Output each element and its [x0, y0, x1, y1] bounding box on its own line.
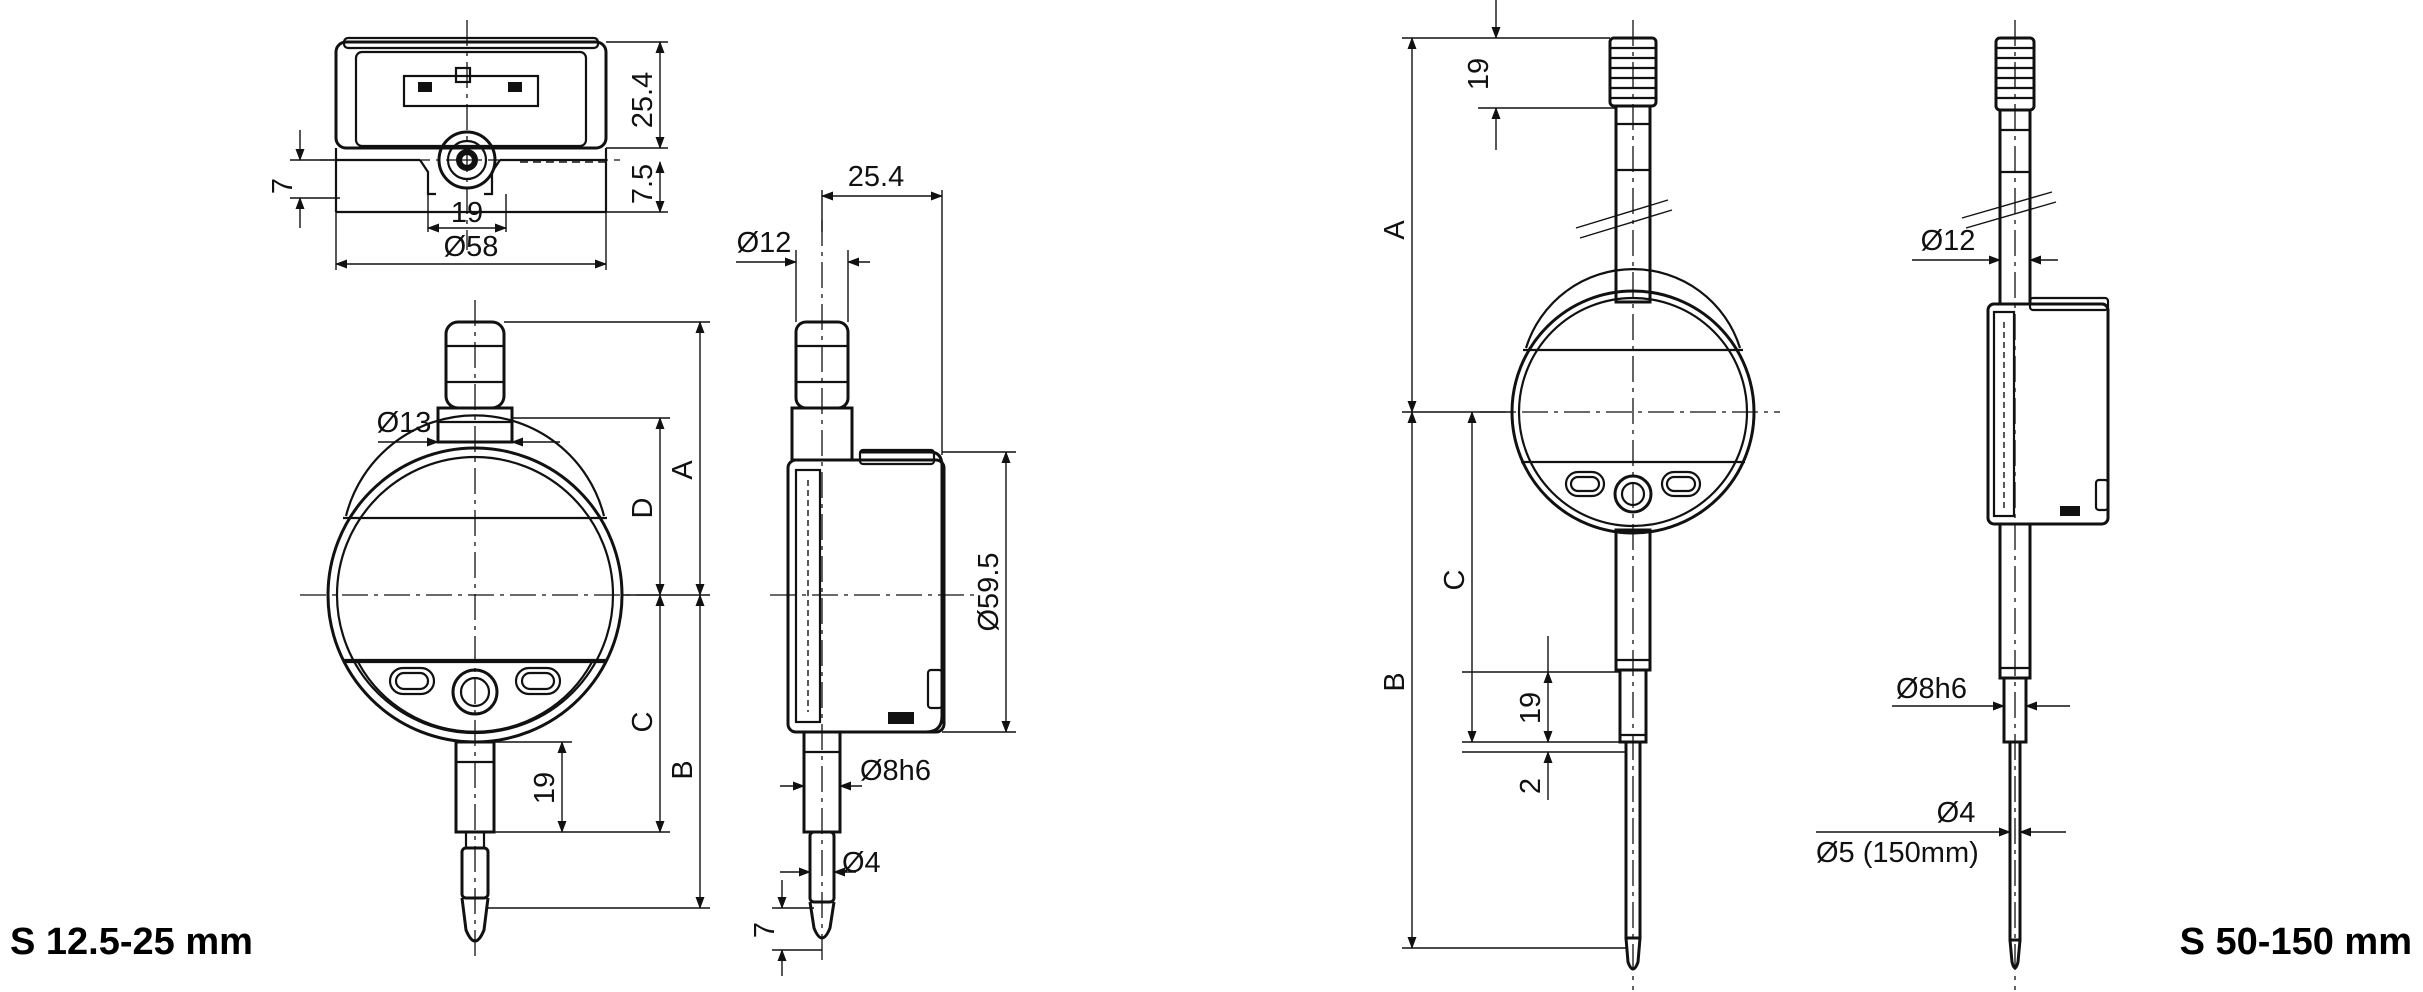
dim-d12-label: Ø12 [737, 227, 792, 259]
dim-slot-label: 19 [451, 197, 483, 229]
title-right: S 50-150 mm [2180, 921, 2412, 963]
dim-C-label: C [627, 712, 659, 733]
dim-19-label: 19 [529, 772, 561, 804]
side-view-large [1961, 20, 2110, 990]
dim-depth-label: 25.4 [848, 161, 904, 193]
dim-d8h6-label: Ø8h6 [860, 755, 931, 787]
side-view-small [770, 220, 980, 960]
dim-lug-label: 7.5 [627, 164, 659, 204]
dim-2-large-label: 2 [1515, 778, 1547, 794]
top-view [320, 20, 620, 250]
front-view-large [1480, 20, 1780, 990]
dim-C-large-label: C [1439, 570, 1471, 591]
dim-top19-label: 19 [1463, 58, 1495, 90]
dim-A-large-label: A [1379, 220, 1411, 240]
dim-d7-label: 7 [749, 922, 781, 938]
dim-B-large-label: B [1379, 672, 1411, 691]
dim-diameter-label: Ø58 [444, 231, 499, 263]
dim-foot-label: 7 [267, 178, 299, 194]
front-view-small [300, 300, 660, 960]
dim-d4-label: Ø4 [842, 847, 881, 879]
dimensions-side-small: 25.4 Ø12 Ø59.5 Ø8h6 Ø4 7 [736, 161, 1016, 976]
dim-d4-large-label: Ø4 [1937, 797, 1976, 829]
dim-19-large-label: 19 [1515, 692, 1547, 724]
dimensions-top-view: 25.4 7.5 7 19 Ø58 [267, 41, 668, 270]
dimensions-side-large: Ø12 Ø8h6 Ø4 Ø5 (150mm) [1816, 225, 2070, 869]
dim-d5-large-label: Ø5 (150mm) [1816, 837, 1979, 869]
title-left: S 12.5-25 mm [10, 921, 253, 963]
dim-height-label: 25.4 [627, 72, 659, 128]
dimensions-front-small: Ø13 D A C B 19 [377, 321, 710, 909]
dim-D-label: D [627, 498, 659, 519]
dim-d13-label: Ø13 [377, 407, 432, 439]
dim-A-label: A [667, 460, 699, 480]
dim-d8h6-large-label: Ø8h6 [1896, 673, 1967, 705]
dim-d59-label: Ø59.5 [973, 553, 1005, 632]
dimensions-front-large: 19 A B C 19 2 [1379, 0, 1626, 949]
dim-d12-large-label: Ø12 [1921, 225, 1976, 257]
dim-B-label: B [667, 760, 699, 779]
